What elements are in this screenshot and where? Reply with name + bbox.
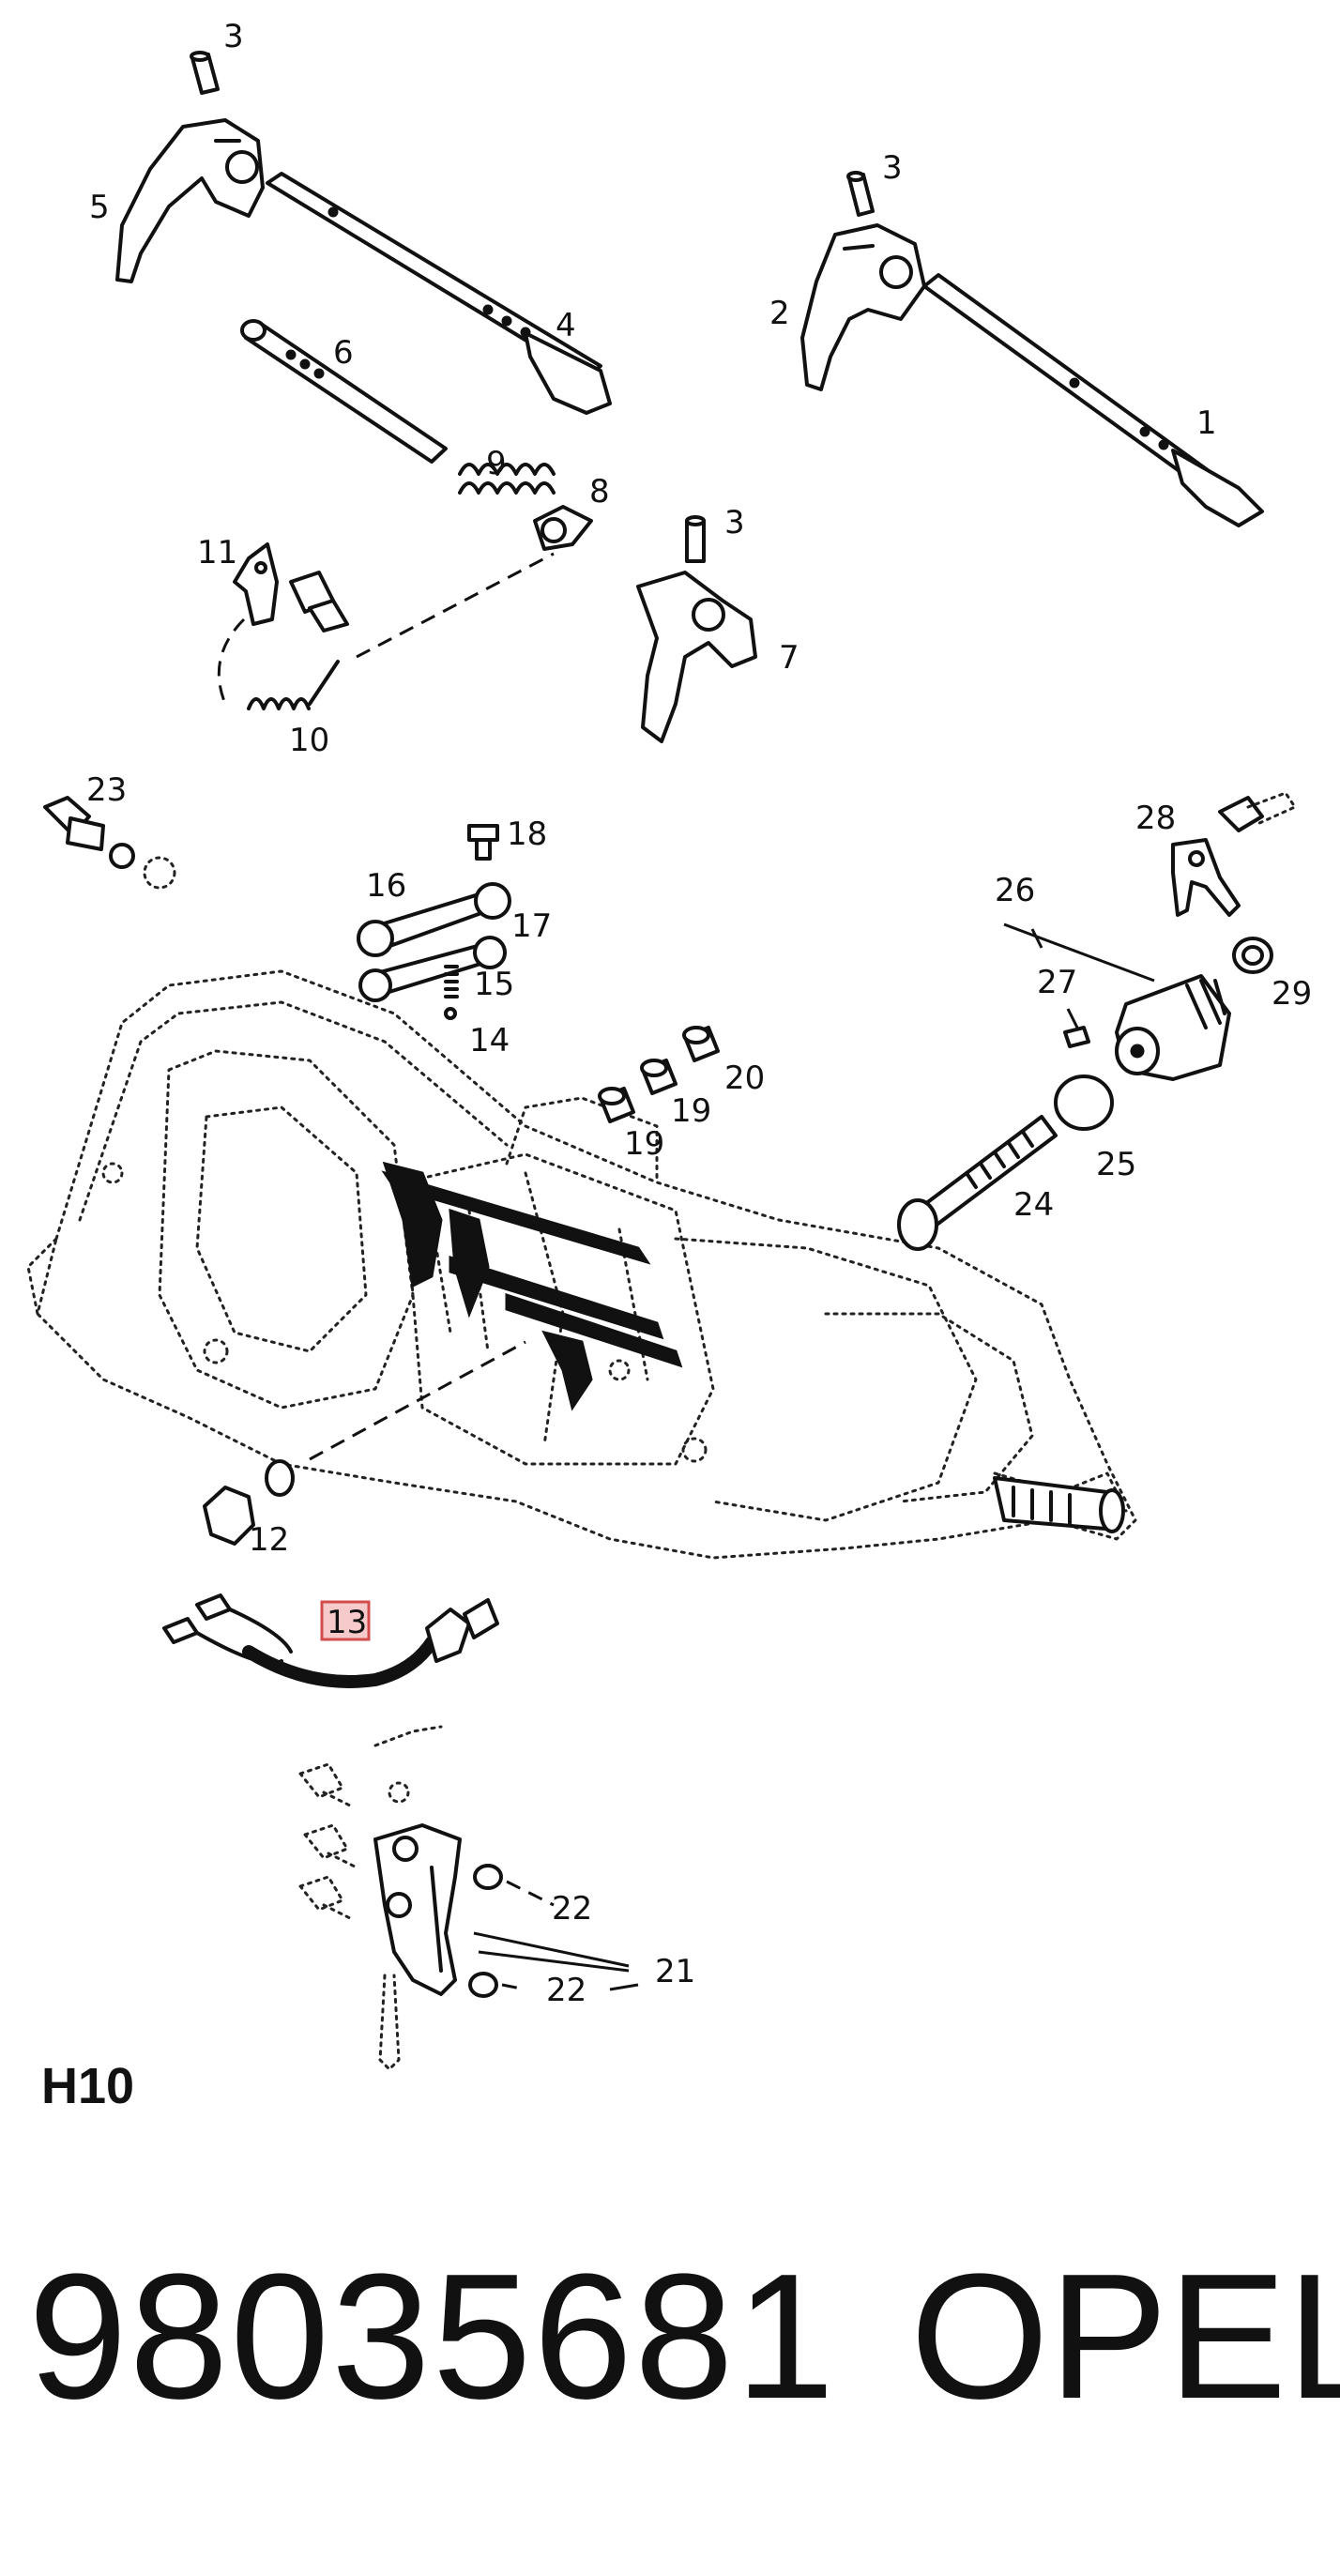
callout-28: 28 — [1135, 800, 1176, 837]
bushings-22 — [388, 1781, 503, 1998]
callout-23: 23 — [86, 771, 127, 809]
shift-fork-7 — [636, 571, 757, 743]
roll-pin-3-top-right — [846, 171, 875, 217]
roll-pin-3-top-left — [190, 51, 220, 95]
callout-26: 26 — [995, 872, 1035, 909]
bushings-19-20 — [598, 1026, 720, 1123]
callout-2: 2 — [769, 295, 790, 332]
callout-10: 10 — [289, 722, 329, 759]
roll-pin-3-mid — [685, 515, 706, 563]
callout-1: 1 — [1196, 404, 1217, 442]
callout-29: 29 — [1271, 975, 1312, 1013]
drain-plug-12 — [203, 1459, 295, 1546]
callout-7: 7 — [779, 639, 799, 677]
callout-12: 12 — [249, 1521, 289, 1559]
callout-6: 6 — [333, 334, 354, 372]
callout-21: 21 — [655, 1953, 695, 1990]
callout-13: 13 — [327, 1604, 367, 1641]
speedo-housing-26 — [1115, 974, 1231, 1081]
callout-18: 18 — [507, 815, 547, 853]
seal-29 — [1232, 937, 1273, 974]
callout-5: 5 — [89, 189, 110, 226]
callout-27: 27 — [1037, 964, 1077, 1001]
shift-rod-1 — [922, 273, 1264, 527]
part-number: 98035681 — [28, 2237, 837, 2436]
callout-4: 4 — [556, 307, 576, 344]
ball-14 — [444, 1007, 457, 1020]
spring-10 — [247, 660, 340, 710]
linkage-16 — [357, 882, 511, 957]
spring-15 — [444, 965, 459, 998]
mount-bolts — [298, 1725, 443, 2071]
o-ring-25 — [1054, 1075, 1114, 1131]
assembly-line-11 — [217, 617, 246, 705]
gearbox-housing — [26, 969, 1137, 1560]
assembly-line-10 — [356, 552, 555, 659]
callout-3b: 3 — [882, 149, 903, 187]
shift-fork-2 — [800, 223, 926, 391]
section-code: H10 — [41, 2058, 135, 2114]
callout-3c: 3 — [724, 504, 745, 541]
assembly-line-12 — [309, 1340, 526, 1461]
reverse-light-switch-13 — [162, 1593, 499, 1688]
shift-fork-5 — [115, 118, 265, 283]
callout-25: 25 — [1096, 1146, 1136, 1183]
callout-20: 20 — [724, 1059, 765, 1097]
bracket-11 — [233, 542, 279, 626]
callout-14: 14 — [469, 1022, 510, 1059]
linkage-17 — [358, 936, 507, 1002]
callout-3a: 3 — [223, 18, 244, 55]
bolt-11 — [289, 571, 349, 633]
callout-16: 16 — [366, 867, 406, 905]
brand-name: OPEL — [910, 2237, 1340, 2436]
pin-27 — [1063, 1026, 1090, 1048]
bolt-28 — [1218, 791, 1297, 832]
callout-8: 8 — [589, 473, 610, 511]
shift-rod-6 — [240, 319, 448, 464]
callout-labels: 3 5 4 6 9 8 11 10 3 2 1 3 7 23 18 16 17 … — [86, 18, 1312, 2009]
callout-13-highlight — [320, 1600, 371, 1641]
output-shaft — [993, 1476, 1125, 1533]
callout-19a: 19 — [671, 1092, 711, 1130]
mount-bracket-21 — [373, 1823, 462, 1996]
speedo-shaft-24 — [897, 1115, 1058, 1251]
callout-11: 11 — [197, 534, 237, 572]
callout-15: 15 — [474, 966, 514, 1003]
callout-17: 17 — [511, 907, 552, 945]
bolt-23 — [43, 796, 176, 890]
callout-22a: 22 — [552, 1890, 592, 1928]
leader-lines — [473, 922, 1155, 1991]
assembly-lines-22 — [501, 1880, 555, 1991]
shift-rod-4 — [266, 172, 612, 415]
spring-9 — [458, 463, 556, 495]
callout-24: 24 — [1013, 1186, 1054, 1224]
callout-9: 9 — [486, 445, 507, 482]
callout-19b: 19 — [624, 1125, 664, 1163]
callout-22b: 22 — [546, 1972, 586, 2009]
clamp-28 — [1171, 838, 1241, 917]
internal-shift-forks — [381, 1161, 683, 1411]
bolt-18 — [467, 824, 499, 861]
detent-8 — [533, 505, 593, 551]
